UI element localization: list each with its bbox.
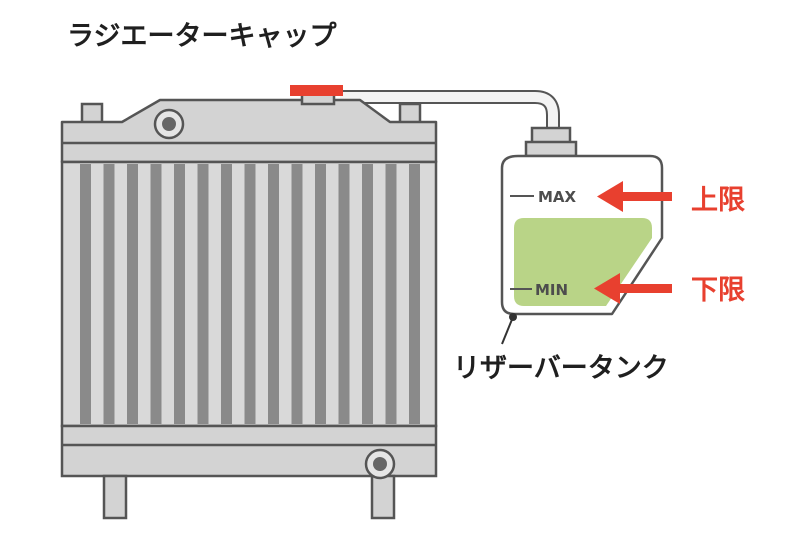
overflow-hose: [340, 90, 560, 130]
radiator-leg-left: [102, 474, 128, 520]
radiator: [60, 85, 438, 520]
upper-limit-label: 上限: [691, 185, 745, 216]
radiator-fin: [291, 164, 303, 424]
radiator-fin: [409, 164, 420, 424]
radiator-fin: [315, 164, 326, 424]
radiator-fin: [244, 164, 256, 424]
radiator-fin: [80, 164, 91, 424]
radiator-cap: [290, 85, 343, 96]
radiator-fin: [268, 164, 279, 424]
reservoir-tank-neck-base: [524, 140, 578, 158]
radiator-fin: [221, 164, 232, 424]
radiator-fin: [362, 164, 373, 424]
radiator-top-tank: [60, 98, 438, 164]
radiator-leg-right: [370, 474, 396, 520]
radiator-bolt-bottom: [364, 448, 396, 480]
radiator-fin: [197, 164, 209, 424]
radiator-fins: [80, 164, 420, 424]
radiator-fin: [385, 164, 397, 424]
reservoir-tank-leader: [501, 313, 517, 345]
lower-limit-arrow: [594, 273, 672, 304]
radiator-cap-label: ラジエーターキャップ: [67, 21, 337, 52]
radiator-fin: [150, 164, 162, 424]
radiator-fin: [103, 164, 115, 424]
max-mark-label: MAX: [538, 188, 577, 206]
radiator-fin: [174, 164, 185, 424]
lower-limit-label: 下限: [691, 275, 745, 306]
radiator-fin: [338, 164, 350, 424]
radiator-fin: [127, 164, 138, 424]
radiator-bolt-top: [153, 108, 185, 140]
reservoir-tank-label: リザーバータンク: [453, 353, 669, 384]
min-mark-label: MIN: [535, 281, 569, 299]
upper-limit-arrow: [597, 181, 672, 212]
